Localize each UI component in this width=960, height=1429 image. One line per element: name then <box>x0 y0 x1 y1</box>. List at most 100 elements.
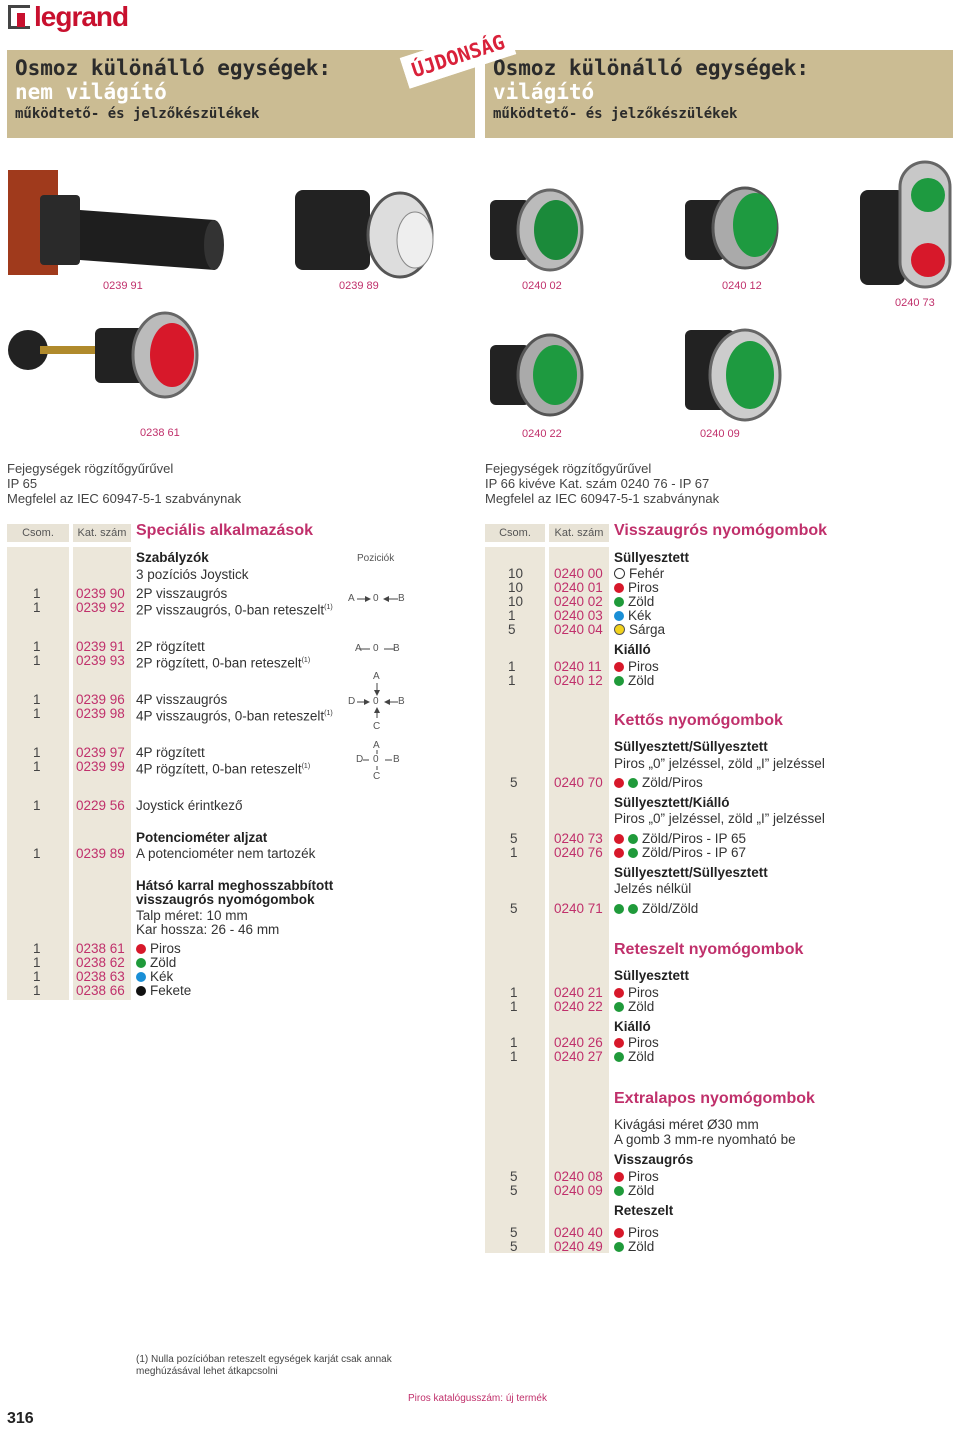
row-text-main: Zöld <box>628 999 655 1014</box>
qty: 1 <box>33 600 41 615</box>
pos-d: D <box>356 754 364 765</box>
photo-code-b: 0239 89 <box>339 280 379 292</box>
cat-number: 0240 27 <box>554 1049 603 1064</box>
red-dot-icon <box>614 583 624 593</box>
row-text: 2P visszaugrós, 0-ban reteszelt(1) <box>136 601 333 618</box>
pos-zero: 0 <box>373 696 379 707</box>
qty: 5 <box>510 901 518 916</box>
photo-code-f: 0238 61 <box>140 427 180 439</box>
header-kat: Kat. szám <box>73 524 131 542</box>
row-text-main: Zöld/Zöld <box>642 901 699 916</box>
talp-meret: Talp méret: 10 mm <box>136 908 248 923</box>
cat-number: 0238 63 <box>76 969 125 984</box>
qty: 1 <box>33 798 41 813</box>
green-dot-icon <box>614 904 624 914</box>
row-text-main: Zöld <box>150 955 177 970</box>
pos-c: C <box>373 721 381 732</box>
cat-number: 0240 71 <box>554 901 603 916</box>
right-qty-column <box>485 547 545 1253</box>
pos-a: A <box>373 740 380 751</box>
qty: 10 <box>508 580 524 595</box>
qty: 1 <box>33 983 41 998</box>
qty: 5 <box>508 622 516 637</box>
row-text-main: Piros <box>628 1169 659 1184</box>
qty: 10 <box>508 566 524 581</box>
cat-number: 0239 89 <box>76 846 125 861</box>
right-description: Fejegységek rögzítőgyűrűvel IP 66 kivéve… <box>485 461 719 506</box>
position-diagrams <box>357 596 398 770</box>
heading-szabalyzok: Szabályzók <box>136 550 209 565</box>
row-text-main: 2P visszaugrós, 0-ban reteszelt <box>136 602 325 618</box>
row-text-main: Zöld <box>628 594 655 609</box>
row-text: Piros <box>614 986 659 1000</box>
qty: 1 <box>33 941 41 956</box>
qty: 5 <box>510 775 518 790</box>
qty: 1 <box>508 608 516 623</box>
cat-number: 0239 93 <box>76 653 125 668</box>
row-text: Zöld <box>614 1050 654 1064</box>
left-qty-column <box>7 547 69 1000</box>
row-text-main: 4P rögzített, 0-ban reteszelt <box>136 761 302 777</box>
photo-code-e: 0240 73 <box>895 297 935 309</box>
row-text-main: Kék <box>628 608 652 623</box>
footnote: (1) Nulla pozícióban reteszelt egységek … <box>136 1354 392 1378</box>
legrand-logo-mark <box>8 5 30 29</box>
cat-number: 0229 56 <box>76 798 125 813</box>
green-latching-image <box>490 333 584 417</box>
footnote-ref: (1) <box>301 763 311 770</box>
cat-number: 0239 90 <box>76 586 125 601</box>
desc-jelzes-nelkul: Jelzés nélkül <box>614 881 692 896</box>
kar-hossza: Kar hossza: 26 - 46 mm <box>136 922 280 937</box>
row-text: Kék <box>614 609 651 623</box>
cat-number: 0239 92 <box>76 600 125 615</box>
cat-number: 0240 21 <box>554 985 603 1000</box>
desc-sully-sully: Piros „0” jelzéssel, zöld „I” jelzéssel <box>614 756 825 771</box>
row-text-main: 2P rögzített, 0-ban reteszelt <box>136 655 302 671</box>
row-text-main: Zöld/Piros <box>642 775 703 790</box>
cat-number: 0238 66 <box>76 983 125 998</box>
right-title-line2: világító <box>493 80 595 104</box>
row-text: Piros <box>614 660 659 674</box>
footnote-line: meghúzásával lehet átkapcsolni <box>136 1366 278 1377</box>
brand-name: legrand <box>34 1 129 32</box>
green-dot-icon <box>614 597 624 607</box>
row-text: Piros <box>136 942 181 956</box>
green-dot-icon <box>628 848 638 858</box>
positions-header: Poziciók <box>357 553 395 564</box>
green-button-image-1 <box>490 188 584 272</box>
cat-number: 0239 98 <box>76 706 125 721</box>
right-section-title: Visszaugrós nyomógombok <box>614 522 828 539</box>
row-text: Zöld/Piros - IP 65 <box>614 832 746 846</box>
right-desc-line: Fejegységek rögzítőgyűrűvel <box>485 461 652 476</box>
pos-a: A <box>373 671 380 682</box>
header-kat: Kat. szám <box>549 524 609 542</box>
row-text-main: Piros <box>628 1035 659 1050</box>
pos-b: B <box>398 696 405 707</box>
cat-number: 0239 96 <box>76 692 125 707</box>
row-text: Piros <box>614 1226 659 1240</box>
row-text: 2P rögzített, 0-ban reteszelt(1) <box>136 654 310 671</box>
row-text: 4P visszaugrós, 0-ban reteszelt(1) <box>136 707 333 724</box>
qty: 1 <box>510 1035 518 1050</box>
green-dot-icon <box>614 676 624 686</box>
photo-code-g: 0240 22 <box>522 428 562 440</box>
pos-c: C <box>373 771 381 782</box>
cat-number: 0240 08 <box>554 1169 603 1184</box>
heading-sully-sully-2: Süllyesztett/Süllyesztett <box>614 865 768 880</box>
heading-sullyesztett-2: Süllyesztett <box>614 968 690 983</box>
cat-number: 0240 76 <box>554 845 603 860</box>
qty: 5 <box>510 1239 518 1254</box>
row-text: Fekete <box>136 984 191 998</box>
row-text: Zöld <box>614 1184 654 1198</box>
green-button-image-2 <box>685 186 779 270</box>
heading-reteszelt: Reteszelt <box>614 1203 674 1218</box>
white-dot-icon <box>614 568 625 579</box>
qty: 1 <box>510 845 518 860</box>
cat-number: 0238 61 <box>76 941 125 956</box>
row-text: Zöld <box>614 1240 654 1254</box>
row-text-main: Piros <box>150 941 181 956</box>
pos-zero: 0 <box>373 593 379 604</box>
pos-a: A <box>355 643 362 654</box>
cat-number: 0240 73 <box>554 831 603 846</box>
footnote-line: (1) Nulla pozícióban reteszelt egységek … <box>136 1354 392 1365</box>
